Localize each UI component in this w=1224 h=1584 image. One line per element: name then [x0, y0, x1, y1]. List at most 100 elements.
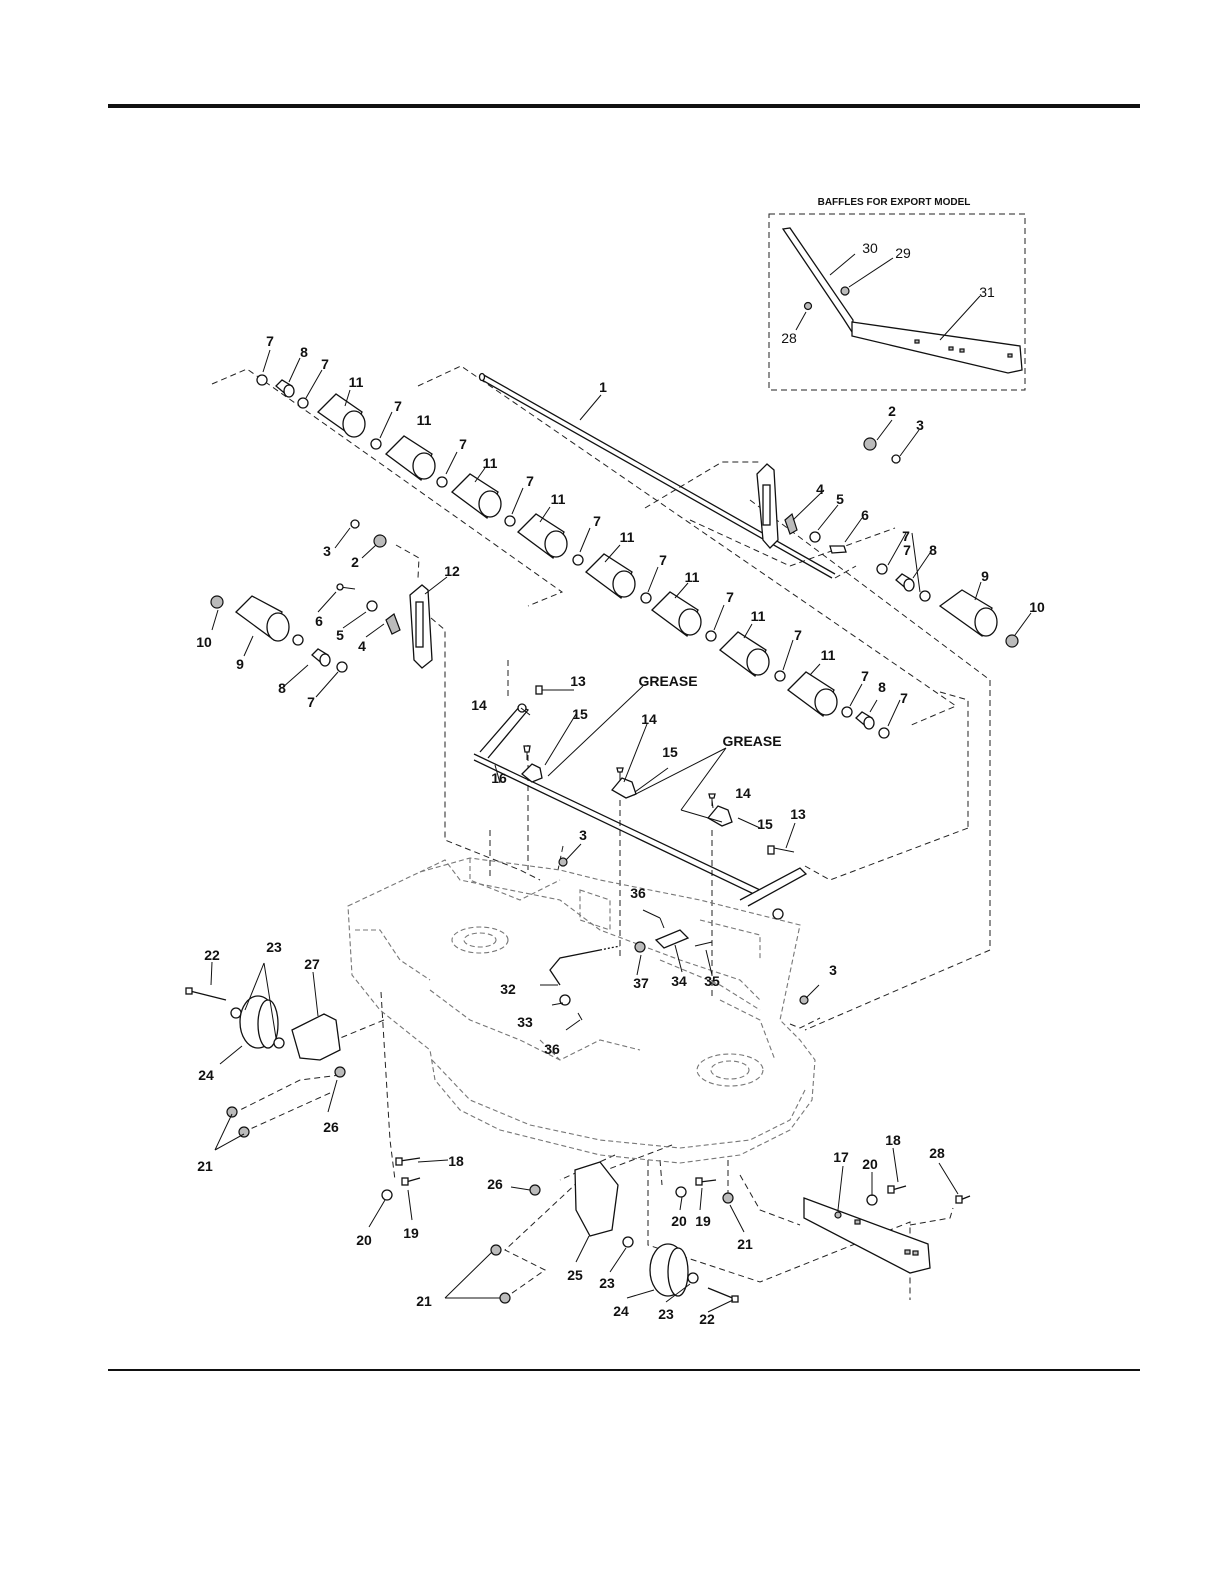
callout: 32: [500, 981, 516, 997]
callout: 3: [323, 543, 331, 559]
callout: 7: [726, 589, 734, 605]
inset-title: BAFFLES FOR EXPORT MODEL: [818, 197, 971, 208]
inset-callout: 30: [862, 240, 878, 256]
grease-note-1: GREASE: [638, 673, 697, 689]
callout: 11: [620, 529, 635, 545]
callout: 33: [517, 1014, 533, 1030]
callout: 20: [671, 1213, 687, 1229]
callout: 7: [903, 542, 911, 558]
callout: 36: [544, 1041, 560, 1057]
left-gauge-wheel: [186, 988, 420, 1200]
inset-callout: 28: [781, 330, 797, 346]
callout: 23: [266, 939, 282, 955]
baffle-30: [783, 228, 853, 332]
callout: 5: [336, 627, 344, 643]
callout: 7: [794, 627, 802, 643]
callout: 14: [471, 697, 487, 713]
callout: 13: [790, 806, 806, 822]
callout: 6: [315, 613, 323, 629]
callout: 27: [304, 956, 320, 972]
grease-note-2: GREASE: [722, 733, 781, 749]
callout: 7: [307, 694, 315, 710]
left-bracket-assembly: [211, 520, 432, 672]
callout: 13: [570, 673, 586, 689]
right-bracket-assembly: [757, 438, 1018, 647]
callout: 7: [861, 668, 869, 684]
callout: 16: [491, 770, 507, 786]
callout: 11: [751, 608, 766, 624]
callout: 2: [888, 403, 896, 419]
callout: 26: [487, 1176, 503, 1192]
callout: 8: [878, 679, 886, 695]
callout: 7: [321, 356, 329, 372]
inset-callout: 31: [979, 284, 995, 300]
callout: 8: [929, 542, 937, 558]
baffle-31: [852, 322, 1022, 373]
callout: 21: [737, 1236, 753, 1252]
callout: 25: [567, 1267, 583, 1283]
callout: 21: [197, 1158, 213, 1174]
nut-29: [841, 287, 849, 295]
callout: 19: [695, 1213, 711, 1229]
callout: 15: [662, 744, 678, 760]
callout: 11: [551, 491, 566, 507]
callout: 6: [861, 507, 869, 523]
callout: 15: [572, 706, 588, 722]
callout: 24: [198, 1067, 214, 1083]
callout: 11: [821, 647, 836, 663]
callout: 11: [483, 455, 498, 471]
callout: 7: [266, 333, 274, 349]
callout: 8: [278, 680, 286, 696]
callout: 5: [836, 491, 844, 507]
callout: 4: [816, 481, 824, 497]
callout: 35: [704, 973, 720, 989]
callout: 19: [403, 1225, 419, 1241]
callout: 11: [349, 374, 364, 390]
callout: 22: [204, 947, 220, 963]
center-linkage: [550, 918, 808, 1020]
mower-deck: [348, 858, 815, 1163]
callout: 7: [459, 436, 467, 452]
callout: 10: [1029, 599, 1045, 615]
inset-callout: 29: [895, 245, 911, 261]
callout: 24: [613, 1303, 629, 1319]
callout: 3: [829, 962, 837, 978]
callout: 21: [416, 1293, 432, 1309]
callout: 1: [599, 379, 607, 395]
callout: 7: [659, 552, 667, 568]
callout: 7: [900, 690, 908, 706]
callout: 17: [833, 1149, 849, 1165]
callout: 23: [658, 1306, 674, 1322]
callout: 18: [885, 1132, 901, 1148]
callout: 3: [579, 827, 587, 843]
callout: 7: [526, 473, 534, 489]
callout: 37: [633, 975, 649, 991]
callout: 12: [444, 563, 460, 579]
callout: 11: [685, 569, 700, 585]
callout: 14: [735, 785, 751, 801]
bolt-28: [805, 303, 812, 310]
callout: 2: [351, 554, 359, 570]
callout: 18: [448, 1153, 464, 1169]
callout: 9: [981, 568, 989, 584]
callout: 20: [356, 1232, 372, 1248]
callout: 4: [358, 638, 366, 654]
callout: 10: [196, 634, 212, 650]
callout: 34: [671, 973, 687, 989]
callout: 11: [417, 412, 432, 428]
baffle-17: [804, 1186, 970, 1273]
callout: 7: [394, 398, 402, 414]
callout: 8: [300, 344, 308, 360]
callout: 23: [599, 1275, 615, 1291]
callout: 15: [757, 816, 773, 832]
callout: 14: [641, 711, 657, 727]
callout: 9: [236, 656, 244, 672]
callout: 3: [916, 417, 924, 433]
callout: 22: [699, 1311, 715, 1327]
callout: 36: [630, 885, 646, 901]
callout: 7: [593, 513, 601, 529]
callout: 20: [862, 1156, 878, 1172]
callout: 26: [323, 1119, 339, 1135]
callout: 28: [929, 1145, 945, 1161]
